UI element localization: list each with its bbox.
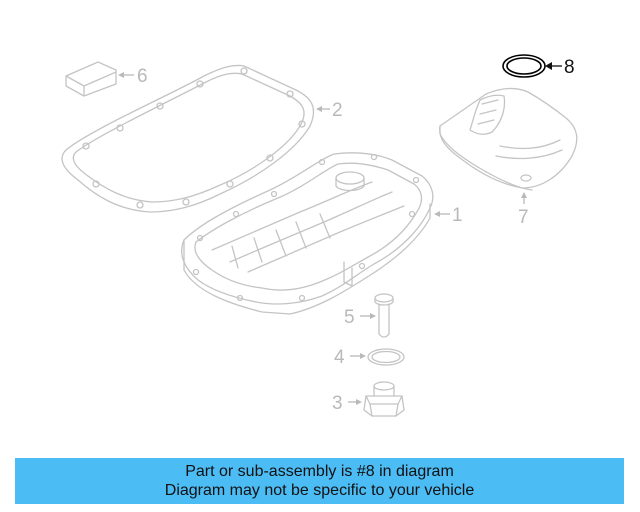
callout-2: 2	[316, 100, 343, 121]
banner-line-1: Part or sub-assembly is #8 in diagram	[185, 463, 454, 480]
callout-4-label: 4	[334, 347, 345, 368]
callout-1-label: 1	[452, 205, 463, 226]
part-6-block[interactable]	[65, 61, 117, 97]
info-banner: Part or sub-assembly is #8 in diagram Di…	[15, 458, 624, 504]
callout-8-label: 8	[564, 57, 575, 78]
banner-line-2: Diagram may not be specific to your vehi…	[164, 482, 475, 499]
callout-3-label: 3	[332, 393, 343, 414]
callout-6: 6	[118, 66, 148, 87]
callout-8: 8	[545, 57, 575, 78]
callout-1: 1	[434, 205, 463, 226]
callout-3: 3	[332, 393, 362, 414]
part-7-filter[interactable]	[439, 87, 578, 191]
callout-5-label: 5	[344, 307, 355, 328]
part-3-drain-plug[interactable]	[363, 381, 405, 417]
callout-7-label: 7	[518, 207, 529, 228]
callout-2-label: 2	[332, 100, 343, 121]
callout-7: 7	[518, 192, 529, 228]
callout-5: 5	[344, 307, 376, 328]
part-8-o-ring[interactable]	[502, 54, 546, 78]
callout-4: 4	[334, 347, 366, 368]
parts-diagram: 6 2 1	[61, 54, 578, 417]
callout-6-label: 6	[137, 66, 148, 87]
part-2-gasket[interactable]	[61, 64, 315, 213]
part-5-bolt[interactable]	[374, 293, 394, 338]
part-4-seal[interactable]	[367, 348, 405, 366]
part-1-oil-pan[interactable]	[181, 152, 434, 315]
